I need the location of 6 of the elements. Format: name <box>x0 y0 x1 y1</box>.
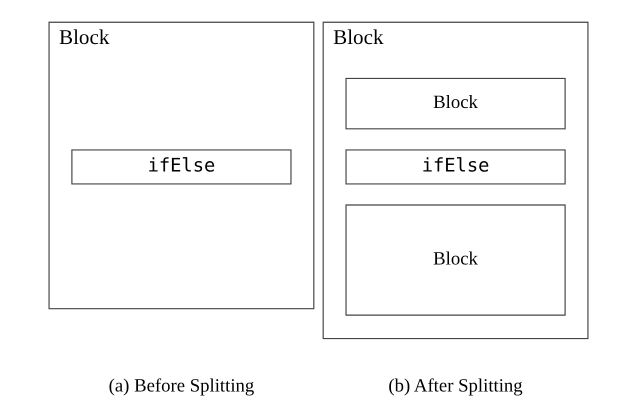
node-box: ifElse <box>344 149 566 184</box>
node-box: Block <box>344 78 566 130</box>
node-box: Block <box>344 204 566 316</box>
node-label: (a) Before Splitting <box>108 376 254 397</box>
node-label: (b) After Splitting <box>388 376 522 397</box>
node-box: ifElse <box>70 149 292 184</box>
